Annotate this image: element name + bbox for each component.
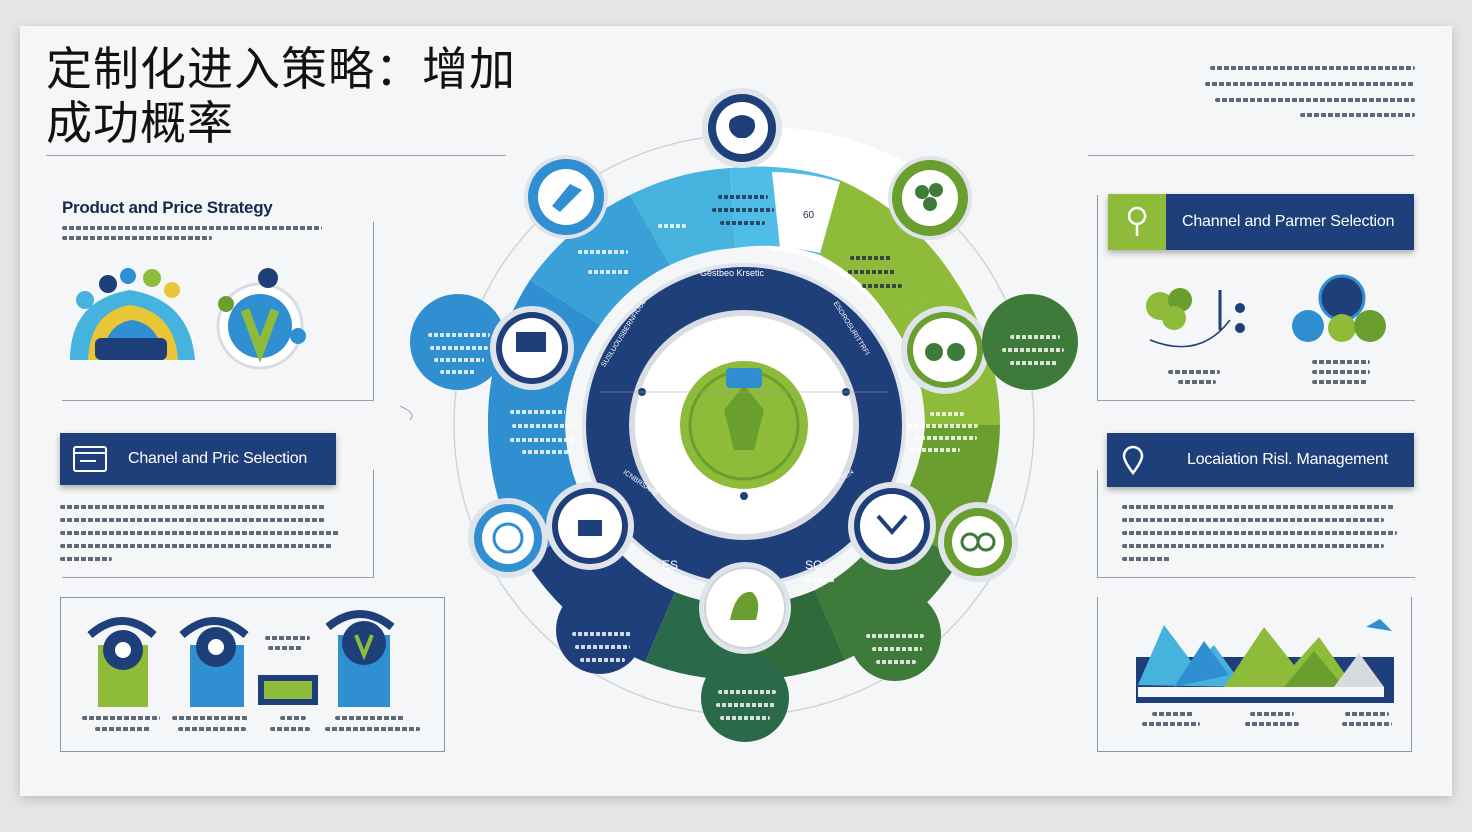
wheel-seg-mark-1: ES	[662, 558, 679, 572]
node-right-inner	[901, 306, 989, 394]
globe-icon	[228, 294, 292, 358]
channel-price-banner-label: Chanel and Pric Selection	[128, 450, 308, 467]
node-top-right	[888, 156, 972, 240]
node-right-outer	[982, 294, 1078, 390]
calendar-icon	[516, 332, 546, 352]
handshake-icon	[876, 514, 908, 536]
binoculars-icon	[925, 343, 943, 361]
top-right-divider	[1088, 155, 1414, 156]
satellite-icon	[552, 184, 582, 212]
product-price-illustration	[70, 268, 306, 370]
right-bottom-box	[1097, 597, 1412, 752]
location-risk-banner: Locaiation Risl. Management	[1107, 433, 1414, 487]
browser-icon	[73, 446, 107, 472]
node-bottom-center	[699, 562, 791, 654]
product-price-title: Product and Price Strategy	[62, 198, 273, 217]
left-divider-1	[62, 400, 374, 401]
node-top-left	[524, 155, 608, 239]
left-vline-2	[373, 470, 374, 578]
wheel-seg-mark-4: 60	[803, 210, 815, 221]
page-title: 定制化进入策略：增加 成功概率	[46, 42, 516, 150]
channel-price-banner: Chanel and Pric Selection	[60, 433, 336, 485]
right-divider-2	[1097, 577, 1415, 578]
node-top	[702, 88, 782, 168]
node-bottom-right-inner	[848, 482, 936, 570]
channel-partner-banner: Channel and Parmer Selection	[1108, 194, 1414, 250]
partner-illustration	[1146, 274, 1386, 348]
satellite-nodes	[410, 88, 1078, 742]
node-bottom-right-outer	[938, 502, 1018, 582]
wheel-top-label: Gestbeo Krsetic	[700, 268, 765, 278]
left-bottom-box	[60, 597, 445, 752]
tree-icon	[915, 185, 929, 199]
node-bottom-left-outer	[468, 498, 548, 578]
shield-icon-2	[179, 617, 249, 707]
location-risk-banner-label: Locaiation Risl. Management	[1187, 451, 1388, 468]
node-bottom-left-lower	[556, 586, 644, 674]
robot-icon	[578, 520, 602, 536]
shield-icon-1	[87, 617, 157, 707]
node-bottom-left-inner	[546, 482, 634, 570]
target-icon	[1318, 274, 1366, 322]
person-icon	[724, 385, 764, 450]
right-vline-2	[1097, 470, 1098, 578]
right-vline-1	[1097, 195, 1098, 400]
people-icon	[99, 275, 117, 293]
wheel-seg-mark-3: SO	[805, 558, 823, 572]
node-left-inner	[490, 306, 574, 390]
right-divider-1	[1097, 400, 1415, 401]
location-pin-icon	[1122, 445, 1144, 475]
left-divider-2	[62, 577, 374, 578]
shield-row-illustration	[87, 610, 395, 707]
node-left-outer	[410, 294, 506, 390]
wheel-seg-mark-2: ES	[735, 518, 752, 532]
pin-icon	[1127, 206, 1147, 236]
node-bottom-lowest	[701, 654, 789, 742]
mountain-illustration	[1136, 619, 1394, 703]
title-underline	[46, 155, 506, 156]
leaf-icon	[730, 591, 759, 620]
channel-partner-banner-label: Channel and Parmer Selection	[1182, 213, 1395, 230]
left-vline-1	[373, 222, 374, 400]
brain-icon	[492, 522, 524, 554]
car-icon	[1366, 619, 1392, 631]
shield-icon-3	[325, 610, 395, 707]
glasses-icon	[729, 115, 755, 138]
battery-icon	[258, 675, 318, 705]
